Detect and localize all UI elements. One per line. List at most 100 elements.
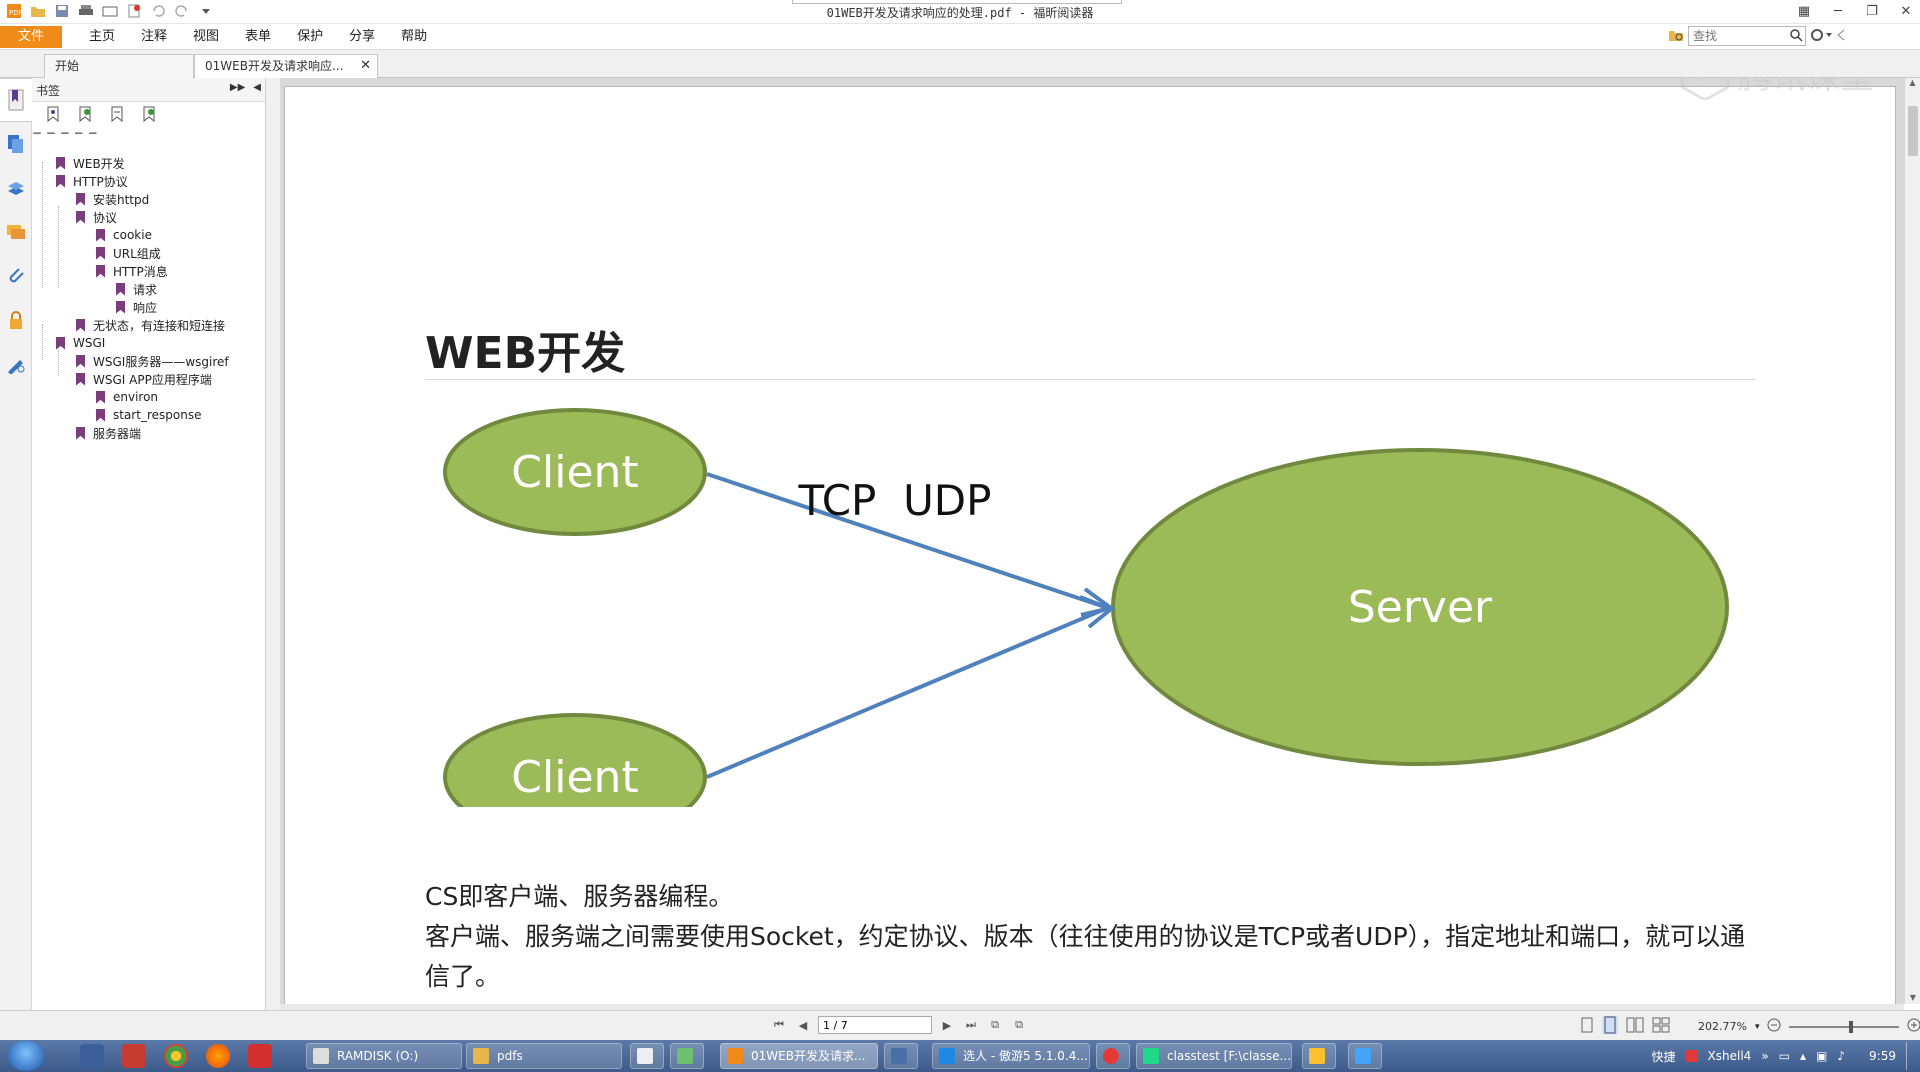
zoom-out-icon[interactable] [1767,1018,1781,1035]
next-view-icon[interactable]: ⧉ [1015,1018,1023,1031]
zoom-dropdown-icon[interactable]: ▾ [1754,1021,1760,1032]
bookmark-item[interactable]: HTTP消息 [96,262,168,280]
show-desktop-button[interactable] [1906,1042,1914,1070]
comments-panel-icon[interactable] [0,210,32,254]
prev-page-icon[interactable]: ◀ [798,1018,808,1032]
bookmark-item[interactable]: 无状态，有连接和短连接 [76,316,225,334]
bookmark-item[interactable]: 响应 [116,298,157,316]
open-icon[interactable] [28,2,48,20]
taskbar-window-pdfs[interactable]: pdfs [466,1043,622,1069]
close-button[interactable]: ✕ [1900,3,1912,19]
taskbar-feather[interactable] [1348,1043,1382,1069]
scan-icon[interactable] [100,2,120,20]
menu-home[interactable]: 主页 [89,29,116,44]
tree-collapse-icon[interactable]: − [59,126,70,140]
taskbar-tool[interactable] [884,1043,918,1069]
tray-quick-label[interactable]: 快捷 [1651,1049,1676,1064]
xmind-icon[interactable] [248,1044,272,1068]
signature-panel-icon[interactable] [0,342,32,386]
taskbar-network[interactable] [670,1043,704,1069]
panel-splitter[interactable] [266,78,280,1010]
scroll-down-icon[interactable]: ▼ [1909,993,1917,1002]
bookmark-item[interactable]: start_response [96,406,201,424]
tree-collapse-icon[interactable]: − [73,126,84,140]
vertical-scrollbar[interactable]: ▲ ▼ [1904,78,1920,1004]
tree-collapse-icon[interactable]: − [32,126,43,140]
tray-arrow-icon[interactable]: ▴ [1800,1049,1807,1063]
bookmark-item[interactable]: WSGI [56,334,105,352]
create-icon[interactable] [124,2,144,20]
taskbar-window-foxit[interactable]: 01WEB开发及请求... [720,1043,878,1069]
single-page-icon[interactable] [1580,1017,1594,1036]
bookmark-item[interactable]: environ [96,388,158,406]
menu-comment[interactable]: 注释 [141,29,168,44]
app-red-icon[interactable] [122,1044,146,1068]
search-taskbar-icon[interactable] [80,1044,104,1068]
bookmark-panel-icon[interactable] [0,78,32,122]
pages-panel-icon[interactable] [0,122,32,166]
print-icon[interactable] [76,2,96,20]
tab-document[interactable]: 01WEB开发及请求响应... ✕ [194,54,378,78]
taskbar-window-maxthon[interactable]: 选人 - 傲游5 5.1.0.4... [932,1043,1090,1069]
chrome-icon[interactable] [164,1044,188,1068]
tray-expand-icon[interactable]: » [1761,1049,1769,1063]
bookmark-item[interactable]: WEB开发 [56,154,125,172]
bookmark-item[interactable]: 请求 [116,280,157,298]
zoom-level[interactable]: 202.77% [1698,1020,1747,1033]
customize-dropdown-icon[interactable] [196,2,216,20]
tree-collapse-icon[interactable]: − [45,126,56,140]
taskbar-helper[interactable] [1302,1043,1336,1069]
bookmark-item[interactable]: 安装httpd [76,190,149,208]
menu-share[interactable]: 分享 [349,29,376,44]
tab-close-icon[interactable]: ✕ [360,58,371,73]
menu-help[interactable]: 帮助 [401,29,428,44]
clock[interactable]: 9:59 [1869,1049,1896,1063]
scroll-up-icon[interactable]: ▲ [1909,78,1916,87]
restore-button[interactable]: ❐ [1866,3,1878,19]
security-lock-icon[interactable] [0,298,32,342]
next-page-icon[interactable]: ▶ [942,1018,952,1032]
taskbar-window-ramdisk[interactable]: RAMDISK (O:) [306,1043,462,1069]
continuous-page-icon[interactable] [1602,1016,1618,1037]
add-bookmark-icon[interactable] [76,105,94,123]
bookmark-properties-icon[interactable] [140,105,158,123]
monitor-icon[interactable]: ▣ [1816,1049,1828,1063]
menu-file[interactable]: 文件 [0,26,62,48]
bookmark-item[interactable]: 协议 [76,208,117,226]
redo-icon[interactable] [172,2,192,20]
zoom-slider[interactable] [1789,1020,1900,1033]
search-icon[interactable] [1789,28,1803,45]
expand-bookmark-icon[interactable] [44,105,62,123]
bookmark-item[interactable]: HTTP协议 [56,172,128,190]
find-folder-icon[interactable] [1668,28,1684,45]
volume-icon[interactable]: ♪ [1837,1049,1846,1063]
layout-icon[interactable]: ▦ [1797,3,1811,19]
zoom-in-icon[interactable] [1907,1018,1920,1035]
xshell-tray-icon[interactable] [1685,1050,1698,1062]
minimize-button[interactable]: ─ [1834,3,1842,19]
horizontal-scrollbar[interactable] [280,1004,1904,1010]
keyboard-icon[interactable]: ▭ [1778,1049,1790,1063]
page-number-input[interactable] [818,1016,932,1034]
save-icon[interactable] [52,2,72,20]
move-bookmark-icon[interactable] [108,105,126,123]
continuous-facing-icon[interactable] [1652,1017,1670,1036]
menu-form[interactable]: 表单 [245,29,272,44]
bookmark-item[interactable]: WSGI服务器——wsgiref [76,352,229,370]
menu-protect[interactable]: 保护 [297,29,324,44]
app-logo-icon[interactable]: PDF [4,2,24,20]
collapse-panel-icon[interactable]: ◀ [253,82,261,93]
expand-panel-icon[interactable]: ▶▶ [229,82,246,93]
undo-icon[interactable] [148,2,168,20]
attachments-panel-icon[interactable] [0,254,32,298]
bookmark-item[interactable]: WSGI APP应用程序端 [76,370,212,388]
collapse-ribbon-icon[interactable] [1836,28,1846,45]
bookmark-item[interactable]: cookie [96,226,152,244]
bookmark-item[interactable]: URL组成 [96,244,161,262]
zoom-slider-knob[interactable] [1849,1020,1854,1033]
layers-panel-icon[interactable] [0,166,32,210]
last-page-icon[interactable]: ⏭ [966,1018,976,1031]
first-page-icon[interactable]: ⏮ [774,1018,784,1031]
scroll-thumb[interactable] [1908,106,1918,156]
settings-gear-icon[interactable] [1810,28,1832,45]
